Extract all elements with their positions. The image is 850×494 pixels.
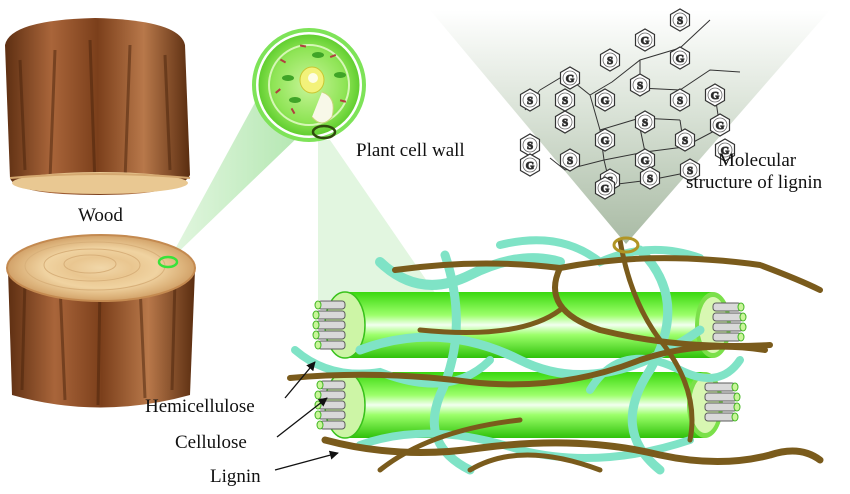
- lignin-unit-label: S: [677, 95, 683, 107]
- benzene-ring-icon: S: [629, 73, 651, 97]
- zoom-beam-molecule: [430, 10, 830, 244]
- benzene-ring-icon: S: [634, 110, 656, 134]
- lignin-unit-label: G: [601, 95, 610, 107]
- lignin-unit-label: S: [527, 140, 533, 152]
- lignin-unit-label: G: [711, 90, 720, 102]
- lignin-strands: [287, 237, 824, 473]
- molecular-structure-label-line2: structure of lignin: [686, 172, 823, 193]
- lignin-unit-label: G: [566, 73, 575, 85]
- arrow-icon: [276, 397, 328, 438]
- benzene-ring-icon: G: [594, 176, 616, 200]
- lignin-unit-label: G: [526, 160, 535, 172]
- lignin-unit-label: G: [721, 145, 730, 157]
- lignin-unit-label: S: [682, 135, 688, 147]
- lignin-unit-label: S: [637, 80, 643, 92]
- benzene-ring-icon: G: [669, 46, 691, 70]
- wood-stump-top: [5, 18, 191, 195]
- lignin-unit-label: S: [562, 117, 568, 129]
- lignin-unit-label: S: [642, 117, 648, 129]
- lignin-unit-label: G: [641, 35, 650, 47]
- benzene-ring-icon: G: [559, 66, 581, 90]
- lignin-unit-label: S: [647, 173, 653, 185]
- wood-label: Wood: [78, 205, 123, 226]
- lignin-molecular-network: SGSGGSGSGSSSGSGSSGGSSGSGS: [519, 8, 741, 200]
- benzene-ring-icon: S: [554, 88, 576, 112]
- plant-cell-wall-label: Plant cell wall: [356, 140, 465, 161]
- benzene-ring-icon: S: [519, 88, 541, 112]
- plant-cell: [252, 28, 366, 142]
- lignin-unit-label: S: [687, 165, 693, 177]
- lignin-unit-label: G: [641, 155, 650, 167]
- benzene-ring-icon: S: [674, 128, 696, 152]
- benzene-ring-icon: S: [639, 166, 661, 190]
- benzene-ring-icon: G: [634, 28, 656, 52]
- lignin-unit-label: S: [567, 155, 573, 167]
- benzene-ring-icon: S: [559, 148, 581, 172]
- benzene-ring-icon: G: [714, 138, 736, 162]
- benzene-ring-icon: G: [519, 153, 541, 177]
- lignin-unit-label: S: [527, 95, 533, 107]
- benzene-ring-icon: G: [709, 113, 731, 137]
- benzene-ring-icon: S: [679, 158, 701, 182]
- hemicellulose-label: Hemicellulose: [145, 396, 255, 417]
- arrow-icon: [284, 361, 316, 399]
- benzene-ring-icon: G: [594, 128, 616, 152]
- benzene-ring-icon: S: [554, 110, 576, 134]
- benzene-ring-icon: S: [669, 8, 691, 32]
- lignin-unit-label: S: [562, 95, 568, 107]
- zoom-beam-cell-to-fibers: [318, 140, 440, 300]
- lignin-unit-label: S: [677, 15, 683, 27]
- lignin-unit-label: G: [676, 53, 685, 65]
- benzene-ring-icon: S: [519, 133, 541, 157]
- benzene-ring-icon: S: [599, 48, 621, 72]
- benzene-ring-icon: G: [704, 83, 726, 107]
- molecular-structure-label-line1: Molecular: [718, 150, 797, 171]
- arrow-icon: [274, 450, 339, 471]
- lignin-unit-label: G: [716, 120, 725, 132]
- lignin-unit-label: G: [601, 183, 610, 195]
- lignin-label: Lignin: [210, 466, 261, 487]
- lignin-unit-label: S: [607, 55, 613, 67]
- zoom-circle-icon: [311, 124, 337, 140]
- cellulose-label: Cellulose: [175, 432, 247, 453]
- zoom-circle-icon: [157, 255, 179, 269]
- lignin-unit-label: G: [601, 135, 610, 147]
- zoom-circle-icon: [612, 236, 640, 254]
- benzene-ring-icon: G: [594, 88, 616, 112]
- pointer-arrows: [274, 361, 339, 471]
- cellulose-bundle-top: [312, 291, 747, 359]
- wood-stump-bottom: [6, 234, 196, 408]
- benzene-ring-icon: S: [669, 88, 691, 112]
